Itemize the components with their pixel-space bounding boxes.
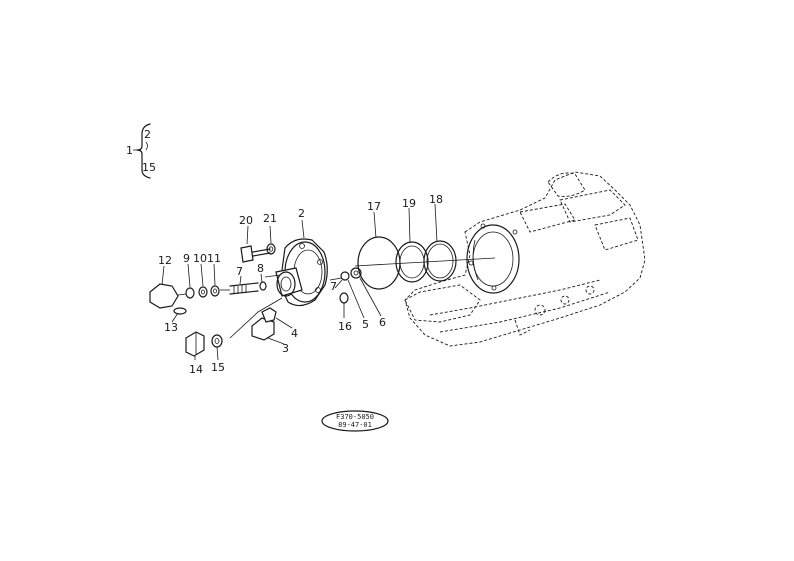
- callout-17: 17: [367, 200, 381, 213]
- seal-5-6: [329, 267, 362, 281]
- o-ring-18: [423, 240, 457, 282]
- washer-9: [185, 287, 195, 299]
- leader-lines: [161, 203, 438, 361]
- ring-16: [339, 292, 349, 304]
- o-ring-13: [173, 307, 187, 315]
- plug-14: [185, 331, 205, 357]
- legend-bracket: 1 2 15: [126, 123, 156, 179]
- drawing-reference-stamp: F370-5050 89-47-01: [321, 410, 389, 432]
- callout-10: 10: [193, 252, 207, 265]
- stamp-line-2: 89-47-01: [338, 421, 372, 429]
- legend-parent-label: 1: [126, 144, 133, 157]
- assembly-axis: [354, 257, 496, 267]
- shaft-7: [220, 282, 259, 295]
- callout-7-shaft: 7: [236, 265, 243, 278]
- callout-9: 9: [183, 252, 190, 265]
- callout-5: 5: [362, 318, 369, 331]
- fitting-3: [251, 317, 275, 341]
- callout-6: 6: [379, 316, 386, 329]
- washer-21: [266, 243, 276, 255]
- callout-12: 12: [158, 254, 172, 267]
- ring-8: [259, 281, 267, 291]
- gear-housing: [404, 171, 646, 347]
- legend-child-last-label: 15: [142, 161, 156, 174]
- callout-4: 4: [291, 327, 298, 340]
- stamp-line-1: F370-5050: [336, 413, 374, 421]
- callout-8: 8: [257, 262, 264, 275]
- callout-20: 20: [239, 214, 253, 227]
- callout-2: 2: [298, 207, 305, 220]
- callout-3: 3: [282, 342, 289, 355]
- callout-18: 18: [429, 193, 443, 206]
- washer-15: [211, 334, 223, 348]
- callout-7-cover: 7: [330, 280, 337, 293]
- fitting-connector: [229, 297, 283, 339]
- nut-11: [210, 285, 220, 297]
- callout-13: 13: [164, 321, 178, 334]
- cap-12: [149, 283, 187, 309]
- callout-19: 19: [402, 197, 416, 210]
- bolt-20: [240, 245, 271, 263]
- o-ring-17: [357, 236, 401, 290]
- nut-10: [198, 286, 208, 298]
- callout-15: 15: [211, 361, 225, 374]
- legend-child-first-label: 2: [144, 128, 151, 141]
- callout-21: 21: [263, 212, 277, 225]
- callout-labels: 2 3 4 5 6 7 8 9 10 11 12 13 14 15 16 17 …: [158, 193, 443, 376]
- callout-16: 16: [338, 320, 352, 333]
- callout-14: 14: [189, 363, 203, 376]
- pump-cover: [264, 238, 328, 307]
- callout-11: 11: [207, 252, 221, 265]
- fitting-4: [261, 307, 277, 323]
